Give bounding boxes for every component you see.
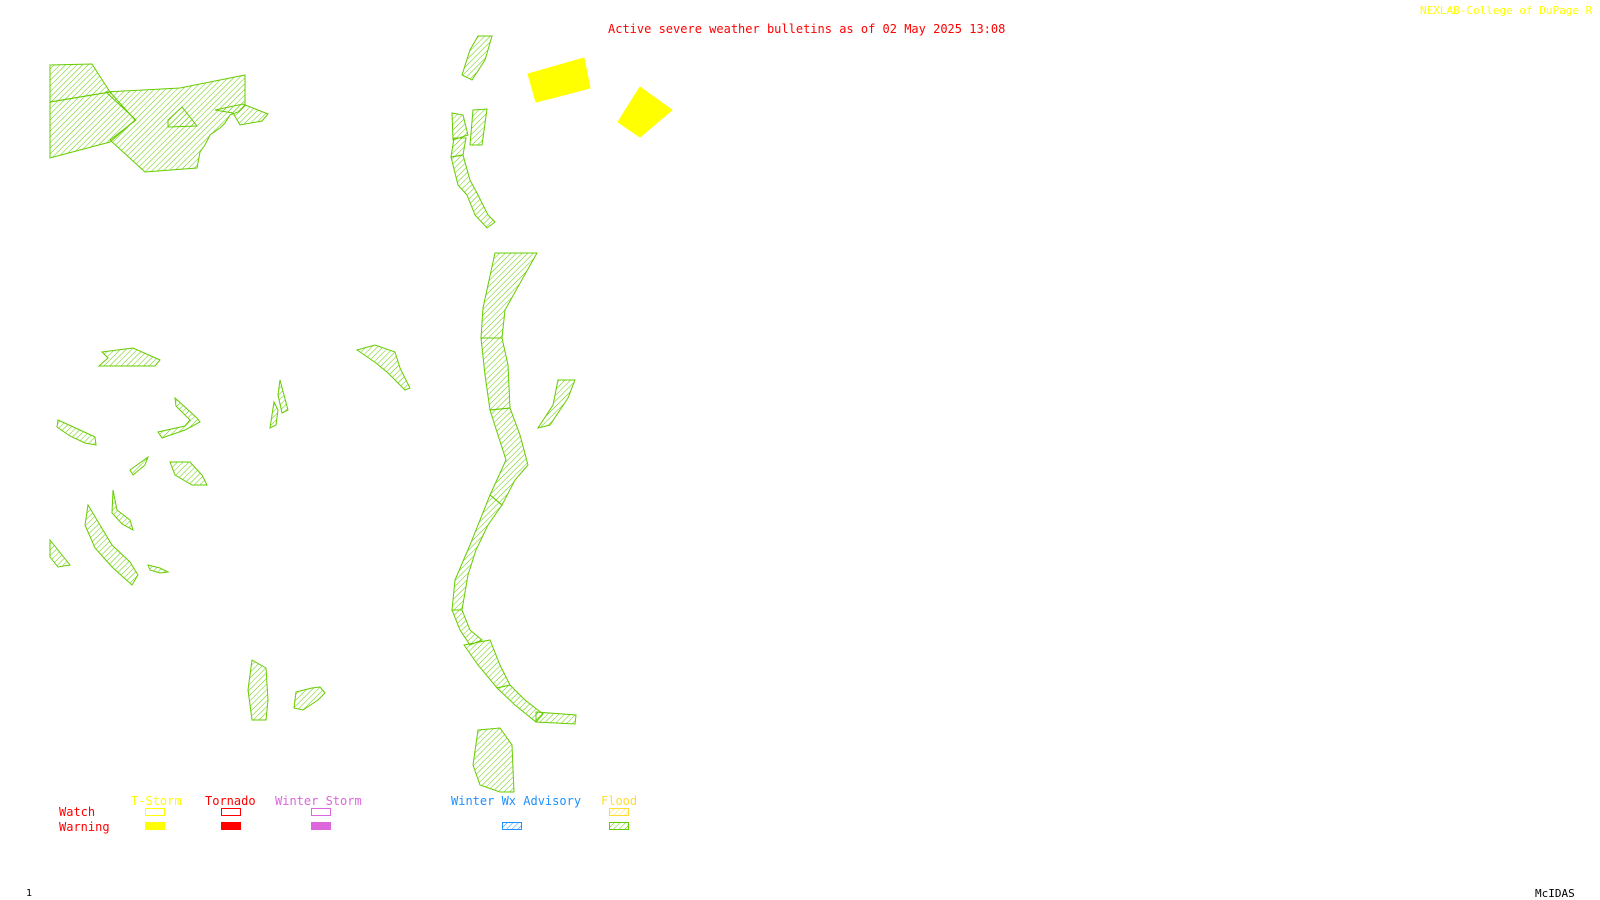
flood-polygon	[129, 455, 150, 476]
legend-tornado-label: Tornado	[205, 794, 256, 808]
legend-winter-storm-label: Winter Storm	[275, 794, 362, 808]
legend-winter-advisory-label: Winter Wx Advisory	[451, 794, 582, 808]
legend-winter-storm-warning-swatch	[311, 822, 331, 830]
flood-polygon	[450, 137, 467, 158]
page-title: Active severe weather bulletins as of 02…	[608, 22, 1006, 36]
legend-watch-label: Watch	[59, 805, 96, 819]
flood-polygon	[536, 379, 576, 429]
legend-tstorm-label: T-Storm	[131, 794, 182, 808]
frame-number: 1	[26, 888, 33, 899]
flood-polygon	[535, 711, 577, 725]
legend-flood-warning-swatch	[609, 822, 629, 830]
tstorm-warning-areas	[527, 57, 673, 138]
flood-polygon	[451, 609, 483, 646]
legend-winter-advisory-swatch	[502, 822, 522, 830]
flood-polygon	[451, 112, 469, 141]
legend-winter-storm-watch-swatch	[311, 808, 331, 816]
flood-polygon	[450, 154, 496, 229]
flood-polygon	[111, 489, 134, 532]
source-credit: NEXLAB-College of DuPage R	[1420, 4, 1593, 17]
flood-polygon	[355, 344, 411, 391]
legend-warning-label: Warning	[59, 820, 110, 834]
flood-polygon	[469, 108, 488, 146]
flood-polygon	[451, 494, 503, 611]
flood-polygon	[214, 103, 269, 126]
legend-tornado-watch-swatch	[221, 808, 241, 816]
tstorm-polygon	[527, 57, 591, 103]
flood-polygon	[293, 686, 326, 711]
flood-polygon	[157, 396, 201, 439]
flood-polygon	[169, 461, 208, 486]
flood-polygon	[84, 503, 139, 586]
flood-polygon	[480, 252, 538, 339]
legend-tornado-warning-swatch	[221, 822, 241, 830]
flood-polygon	[472, 727, 515, 793]
legend-tstorm-warning-swatch	[145, 822, 165, 830]
flood-polygon	[49, 538, 71, 568]
flood-warning-areas	[49, 35, 577, 793]
flood-polygon	[489, 407, 529, 506]
flood-polygon	[277, 379, 289, 414]
flood-polygon	[247, 659, 269, 721]
flood-polygon	[463, 639, 511, 689]
flood-polygon	[461, 35, 493, 81]
software-label: McIDAS	[1535, 887, 1575, 900]
legend-flood-label: Flood	[601, 794, 638, 808]
legend-tstorm-watch-swatch	[145, 808, 165, 816]
flood-polygon	[147, 564, 170, 574]
flood-polygon	[480, 337, 511, 411]
tstorm-polygon	[617, 86, 673, 138]
flood-polygon	[56, 419, 97, 446]
flood-polygon	[97, 347, 161, 367]
flood-polygon	[167, 106, 199, 128]
legend-flood-watch-swatch	[609, 808, 629, 816]
flood-polygon	[269, 400, 279, 429]
